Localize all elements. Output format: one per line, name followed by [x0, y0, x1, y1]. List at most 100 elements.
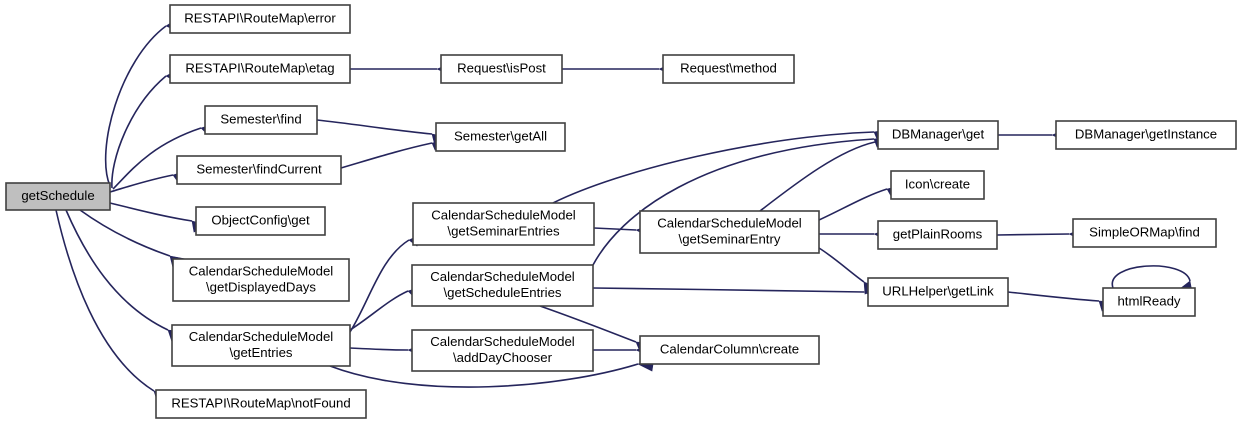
edge-line [55, 209, 155, 392]
call-edge [109, 202, 209, 233]
graph-node-csm_getentries[interactable]: CalendarScheduleModel\getEntries [171, 324, 351, 367]
node-box[interactable] [171, 324, 351, 367]
edge-line [593, 227, 637, 231]
node-box[interactable] [5, 182, 111, 211]
graph-node-dbmanager_getinstance[interactable]: DBManager\getInstance [1055, 120, 1237, 150]
node-box[interactable] [867, 277, 1009, 307]
node-label: DBManager\get [892, 126, 985, 141]
node-box[interactable] [176, 155, 342, 185]
edge-line [592, 287, 865, 293]
edge-line [996, 233, 1070, 236]
edge-line [109, 202, 193, 222]
edge-line [65, 209, 169, 331]
call-edge [996, 227, 1086, 242]
node-label: htmlReady [1117, 293, 1180, 308]
node-label: RESTAPI\RouteMap\notFound [171, 395, 350, 410]
graph-node-request_method[interactable]: Request\method [662, 54, 795, 84]
edge-line [349, 290, 409, 331]
node-box[interactable] [639, 210, 820, 254]
node-label: Request\method [680, 60, 777, 75]
graph-node-csm_adddaychooser[interactable]: CalendarScheduleModel\addDayChooser [411, 329, 594, 372]
graph-node-semester_find[interactable]: Semester\find [204, 105, 318, 135]
call-edge [562, 62, 676, 77]
graph-node-csm_getscheduleentries[interactable]: CalendarScheduleModel\getScheduleEntries [411, 264, 594, 307]
graph-node-getplainrooms[interactable]: getPlainRooms [877, 220, 998, 250]
node-label: Semester\getAll [454, 128, 547, 143]
node-label: CalendarColumn\create [660, 341, 799, 356]
node-label: ObjectConfig\get [211, 212, 310, 227]
node-box[interactable] [890, 170, 985, 200]
node-label: \getSeminarEntries [447, 223, 560, 238]
node-box[interactable] [877, 120, 999, 150]
call-edge [316, 119, 449, 147]
graph-node-calendarcolumn_create[interactable]: CalendarColumn\create [639, 335, 820, 365]
node-box[interactable] [639, 335, 820, 365]
graph-node-routemap_error[interactable]: RESTAPI\RouteMap\error [169, 4, 351, 34]
node-box[interactable] [169, 4, 351, 34]
graph-node-semester_findcurrent[interactable]: Semester\findCurrent [176, 155, 342, 185]
graph-node-csm_getseminarentries[interactable]: CalendarScheduleModel\getSeminarEntries [412, 202, 595, 246]
graph-node-routemap_notfound[interactable]: RESTAPI\RouteMap\notFound [155, 389, 367, 419]
node-box[interactable] [169, 54, 351, 84]
node-box[interactable] [1055, 120, 1237, 150]
node-box[interactable] [412, 202, 595, 246]
node-box[interactable] [1072, 218, 1217, 248]
node-label: CalendarScheduleModel [430, 269, 574, 284]
call-edge [552, 128, 891, 204]
graph-node-simpleormap_find[interactable]: SimpleORMap\find [1072, 218, 1217, 248]
graph-node-request_ispost[interactable]: Request\isPost [440, 54, 563, 84]
edge-line [349, 239, 410, 333]
node-label: RESTAPI\RouteMap\etag [185, 60, 334, 75]
call-edge [350, 62, 454, 77]
graph-node-semester_getall[interactable]: Semester\getAll [435, 122, 566, 152]
node-label: CalendarScheduleModel [189, 263, 333, 278]
node-label: \getEntries [229, 345, 292, 360]
node-label: URLHelper\getLink [882, 283, 994, 298]
edge-line [592, 138, 875, 266]
call-edge [55, 209, 171, 405]
node-box[interactable] [411, 329, 594, 372]
node-label: \addDayChooser [453, 350, 553, 365]
node-box[interactable] [204, 105, 318, 135]
call-edge [592, 286, 881, 301]
node-box[interactable] [440, 54, 563, 84]
node-label: Icon\create [905, 176, 970, 191]
call-edge [65, 209, 185, 343]
node-box[interactable] [172, 258, 350, 302]
graph-node-htmlready[interactable]: htmlReady [1102, 287, 1196, 317]
edge-line [818, 188, 888, 221]
edge-line [329, 363, 639, 388]
node-label: CalendarScheduleModel [430, 334, 574, 349]
node-box[interactable] [411, 264, 594, 307]
node-box[interactable] [662, 54, 795, 84]
graph-node-icon_create[interactable]: Icon\create [890, 170, 985, 200]
edge-line [539, 305, 637, 343]
graph-node-getSchedule[interactable]: getSchedule [5, 182, 111, 211]
graph-node-csm_getdisplayeddays[interactable]: CalendarScheduleModel\getDisplayedDays [172, 258, 350, 302]
edge-line [104, 25, 167, 187]
edge-line [316, 119, 433, 135]
graph-node-csm_getseminarentry[interactable]: CalendarScheduleModel\getSeminarEntry [639, 210, 820, 254]
edge-line [1007, 291, 1100, 302]
node-label: CalendarScheduleModel [657, 215, 801, 230]
edge-line [111, 75, 167, 189]
graph-node-routemap_etag[interactable]: RESTAPI\RouteMap\etag [169, 54, 351, 84]
node-label: Semester\find [220, 111, 301, 126]
edge-line [818, 247, 865, 283]
edge-line [349, 347, 409, 351]
node-label: getSchedule [21, 188, 94, 203]
graph-node-urlhelper_getlink[interactable]: URLHelper\getLink [867, 277, 1009, 307]
call-edge [759, 137, 892, 212]
edge-line [759, 141, 876, 212]
node-box[interactable] [877, 220, 998, 250]
node-box[interactable] [435, 122, 566, 152]
graph-node-objectconfig_get[interactable]: ObjectConfig\get [195, 206, 326, 236]
node-box[interactable] [155, 389, 367, 419]
node-label: CalendarScheduleModel [189, 329, 333, 344]
node-box[interactable] [1102, 287, 1196, 317]
graph-node-dbmanager_get[interactable]: DBManager\get [877, 120, 999, 150]
edge-line [552, 131, 875, 204]
node-box[interactable] [195, 206, 326, 236]
